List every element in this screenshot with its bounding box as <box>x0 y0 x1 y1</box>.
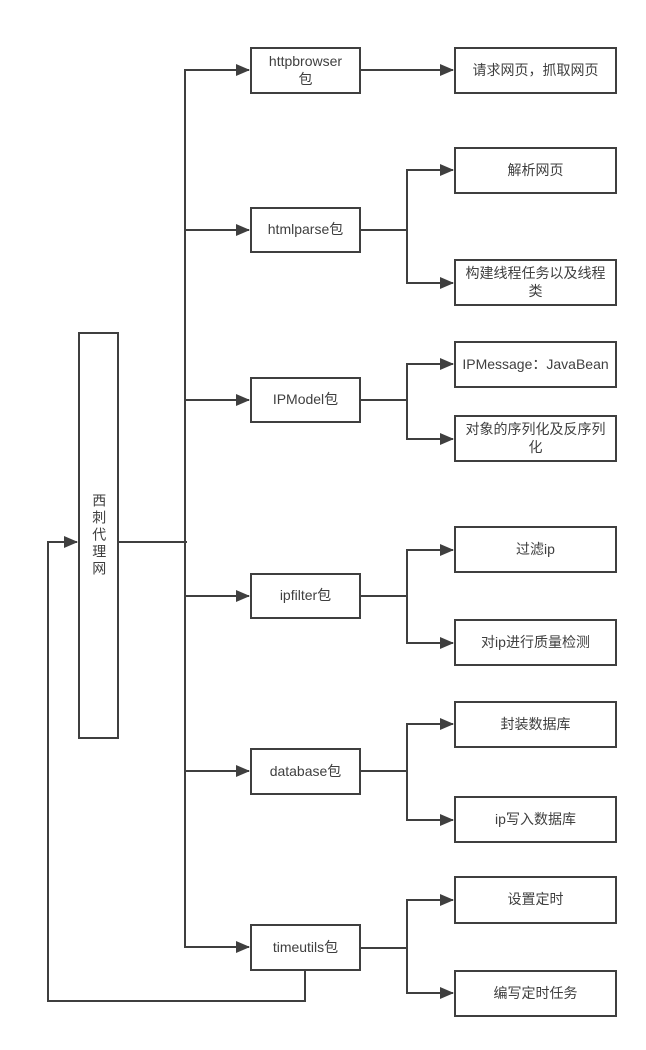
node-httpbrowser-package: httpbrowser 包 <box>250 47 361 94</box>
node-serialization: 对象的序列化及反序列化 <box>454 415 617 462</box>
arrow-timeutils-to-settimer <box>360 894 454 949</box>
node-parse-webpage: 解析网页 <box>454 147 617 194</box>
node-write-timer-task: 编写定时任务 <box>454 970 617 1017</box>
arrow-ipmodel-to-serialize <box>406 399 454 445</box>
node-label: 解析网页 <box>507 161 564 178</box>
node-label: 对ip进行质量检测 <box>481 633 590 650</box>
node-write-ip-to-database: ip写入数据库 <box>454 796 617 843</box>
node-label: timeutils包 <box>272 938 339 955</box>
node-wrap-database: 封装数据库 <box>454 701 617 748</box>
node-ipmessage-javabean: IPMessage：JavaBean <box>454 341 617 388</box>
node-ipfilter-package: ipfilter包 <box>250 573 361 619</box>
node-label: 设置定时 <box>507 891 564 908</box>
arrow-ipfilter-to-filter <box>360 544 454 597</box>
node-thread-task-class: 构建线程任务以及线程类 <box>454 259 617 306</box>
node-timeutils-package: timeutils包 <box>250 924 361 971</box>
arrow-database-to-write <box>406 770 454 826</box>
node-label: 西刺代理网 <box>91 493 108 578</box>
node-database-package: database包 <box>250 748 361 795</box>
node-xici-proxy-root: 西刺代理网 <box>78 332 119 739</box>
node-label: ip写入数据库 <box>495 810 576 827</box>
node-label: 编写定时任务 <box>493 984 578 1001</box>
node-label: database包 <box>269 762 342 779</box>
node-filter-ip: 过滤ip <box>454 526 617 573</box>
node-set-timer: 设置定时 <box>454 876 617 924</box>
node-label: ipfilter包 <box>279 587 332 604</box>
node-fetch-webpage: 请求网页，抓取网页 <box>454 47 617 94</box>
arrow-ipmodel-to-javabean <box>360 358 454 401</box>
arrow-htmlparse-to-parse <box>360 164 454 231</box>
arrow-timeutils-to-task <box>406 947 454 999</box>
node-label: 构建线程任务以及线程类 <box>465 265 606 299</box>
node-label: 封装数据库 <box>500 715 571 732</box>
node-label: 过滤ip <box>516 540 555 557</box>
arrow-htmlparse-to-thread <box>406 229 454 289</box>
node-label: 请求网页，抓取网页 <box>472 61 599 78</box>
node-ipmodel-package: IPModel包 <box>250 377 361 423</box>
node-label: IPModel包 <box>272 391 339 408</box>
arrow-database-to-wrap <box>360 718 454 772</box>
arrow-feedback-loop-to-root <box>47 536 306 1002</box>
node-label: httpbrowser 包 <box>268 53 343 87</box>
node-htmlparse-package: htmlparse包 <box>250 207 361 253</box>
node-ip-quality-check: 对ip进行质量检测 <box>454 619 617 666</box>
arrow-ipfilter-to-quality <box>406 595 454 649</box>
node-label: 对象的序列化及反序列化 <box>465 421 606 455</box>
node-label: htmlparse包 <box>267 221 344 238</box>
node-label: IPMessage：JavaBean <box>462 355 609 372</box>
